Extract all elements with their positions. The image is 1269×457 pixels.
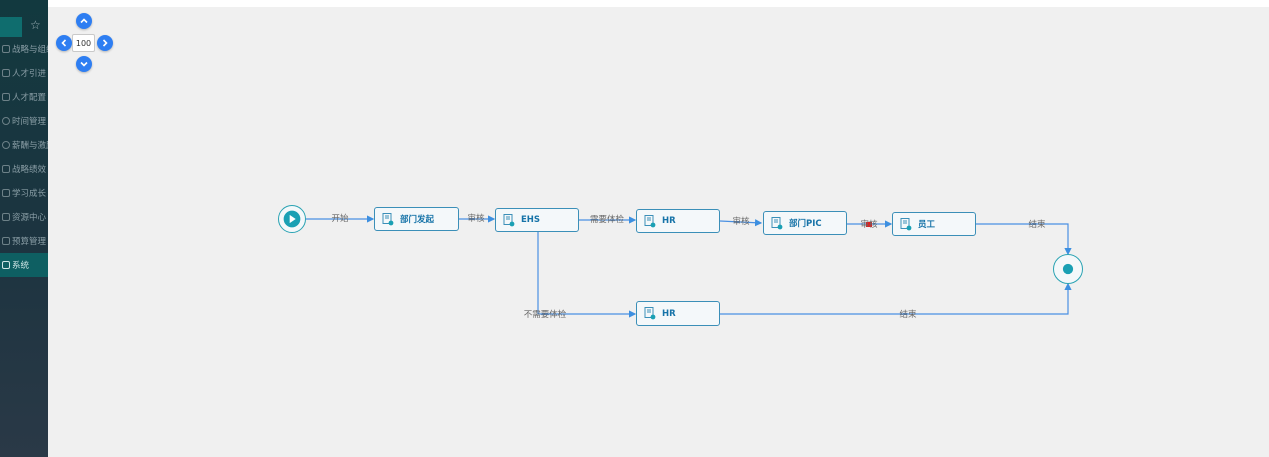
sidebar-item-label: 学习成长 xyxy=(12,189,47,199)
sidebar-item-budget[interactable]: 预算管理 xyxy=(0,229,48,253)
folder-icon xyxy=(2,213,10,221)
node-employee[interactable]: 员工 xyxy=(892,212,976,236)
form-icon xyxy=(382,212,394,225)
sidebar-item-label: 时间管理 xyxy=(12,117,47,127)
sidebar-item-resources[interactable]: 资源中心 xyxy=(0,205,48,229)
play-icon xyxy=(283,210,301,228)
sidebar: ☆ 战略与组织 人才引进 人才配置 时间管理 薪酬与激励 战略绩效 学习成长 资… xyxy=(0,0,48,457)
sidebar-item-system[interactable]: 系统 xyxy=(0,253,48,277)
form-icon xyxy=(644,214,656,227)
sidebar-item-performance[interactable]: 战略绩效 xyxy=(0,157,48,181)
sidebar-item-time[interactable]: 时间管理 xyxy=(0,109,48,133)
error-marker xyxy=(866,222,872,227)
book-icon xyxy=(2,189,10,197)
menu-toggle[interactable] xyxy=(0,17,22,37)
chevron-up-icon[interactable] xyxy=(76,13,92,29)
sidebar-item-salary[interactable]: 薪酬与激励 xyxy=(0,133,48,157)
edge-label-need-exam: 需要体检 xyxy=(589,215,625,225)
sidebar-item-strategy-org[interactable]: 战略与组织 xyxy=(0,37,48,61)
user-icon xyxy=(2,69,10,77)
menu-icon xyxy=(2,45,10,53)
edge-end-bottom xyxy=(720,282,1072,315)
node-dept-start[interactable]: 部门发起 xyxy=(374,207,459,231)
chevron-right-icon[interactable] xyxy=(97,35,113,51)
edge-end-top xyxy=(976,223,1072,256)
sidebar-item-talent-config[interactable]: 人才配置 xyxy=(0,85,48,109)
sidebar-menu: 战略与组织 人才引进 人才配置 时间管理 薪酬与激励 战略绩效 学习成长 资源中… xyxy=(0,37,48,277)
edge-review-2 xyxy=(719,219,763,227)
menu-icon xyxy=(2,93,10,101)
edge-no-exam xyxy=(537,232,637,318)
form-icon xyxy=(644,307,656,320)
node-label: HR xyxy=(662,308,676,319)
sidebar-item-label: 战略绩效 xyxy=(12,165,47,175)
node-ehs[interactable]: EHS xyxy=(495,208,579,232)
start-node[interactable] xyxy=(278,205,306,233)
form-icon xyxy=(900,217,912,230)
sidebar-item-learning[interactable]: 学习成长 xyxy=(0,181,48,205)
sidebar-item-talent-intro[interactable]: 人才引进 xyxy=(0,61,48,85)
sidebar-item-label: 预算管理 xyxy=(12,237,47,247)
edge-label-end: 结束 xyxy=(899,310,917,320)
gear-icon xyxy=(2,261,10,269)
node-label: HR xyxy=(662,216,676,226)
star-icon[interactable]: ☆ xyxy=(30,18,41,32)
sidebar-item-label: 薪酬与激励 xyxy=(12,141,48,151)
edge-label-end: 结束 xyxy=(1028,220,1046,230)
edge-label-review: 审核 xyxy=(732,217,750,227)
node-label: 员工 xyxy=(918,220,936,230)
sidebar-item-label: 人才引进 xyxy=(12,69,47,79)
node-hr-top[interactable]: HR xyxy=(636,209,720,233)
node-hr-bottom[interactable]: HR xyxy=(636,301,720,326)
edge-label-start: 开始 xyxy=(331,214,349,224)
end-circle-icon xyxy=(1062,263,1074,275)
clock-icon xyxy=(2,117,10,125)
sidebar-header: ☆ xyxy=(0,17,48,37)
form-icon xyxy=(503,213,515,226)
chevron-left-icon[interactable] xyxy=(56,35,72,51)
top-strip xyxy=(48,0,1269,7)
coin-icon xyxy=(2,141,10,149)
edge-label-no-exam: 不需要体检 xyxy=(523,310,567,320)
zoom-level-input[interactable]: 100 xyxy=(72,34,95,52)
form-icon xyxy=(771,216,783,229)
node-dept-pic[interactable]: 部门PIC xyxy=(763,211,847,235)
edge-label-review: 审核 xyxy=(467,214,485,224)
node-label: 部门发起 xyxy=(400,215,435,225)
node-label: EHS xyxy=(521,215,541,225)
node-label: 部门PIC xyxy=(789,219,822,229)
chevron-down-icon[interactable] xyxy=(76,56,92,72)
end-node[interactable] xyxy=(1053,254,1083,284)
sidebar-item-label: 资源中心 xyxy=(12,213,47,223)
sidebar-item-label: 系统 xyxy=(12,261,30,271)
chart-icon xyxy=(2,165,10,173)
sidebar-item-label: 战略与组织 xyxy=(12,45,48,55)
calculator-icon xyxy=(2,237,10,245)
edge-label-review: 审核 xyxy=(860,220,878,230)
sidebar-item-label: 人才配置 xyxy=(12,93,47,103)
